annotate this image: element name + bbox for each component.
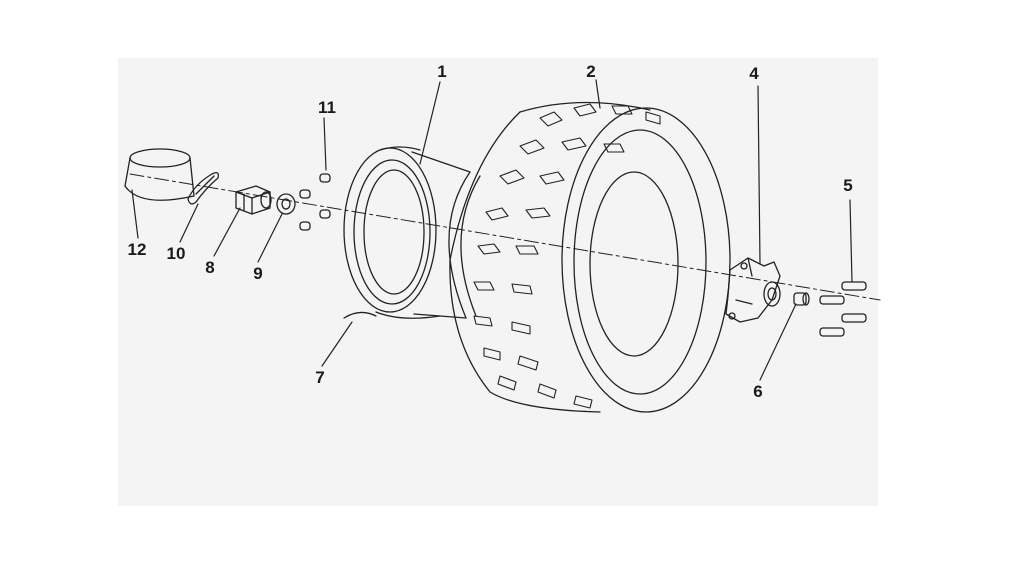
washer-part (276, 193, 296, 215)
callout-rim: 1 (437, 62, 447, 81)
wheel-studs-part (819, 281, 867, 337)
callout-hub: 4 (749, 64, 759, 83)
callout-valve-stem: 7 (315, 368, 325, 387)
valve-stem-part (343, 311, 377, 319)
lug-nuts-part (299, 173, 331, 231)
callout-hub-cap: 12 (127, 240, 147, 259)
callout-lug-nuts: 11 (318, 98, 336, 117)
rim-part (343, 146, 481, 319)
leader-lines (131, 79, 853, 381)
wheel-hub-part (725, 257, 781, 323)
tire-part (449, 101, 731, 413)
cotter-pin-part (187, 172, 220, 205)
callout-hub-nut: 6 (753, 382, 763, 401)
callout-cotter-pin: 10 (166, 244, 186, 263)
center-axis-line (129, 173, 881, 301)
hub-nut-part (793, 292, 810, 306)
diagram-paper (118, 58, 878, 506)
callout-castle-nut: 8 (205, 258, 215, 277)
castle-nut-part (235, 185, 272, 215)
callout-tire: 2 (586, 62, 596, 81)
callout-studs: 5 (843, 176, 853, 195)
callout-washer: 9 (253, 264, 263, 283)
